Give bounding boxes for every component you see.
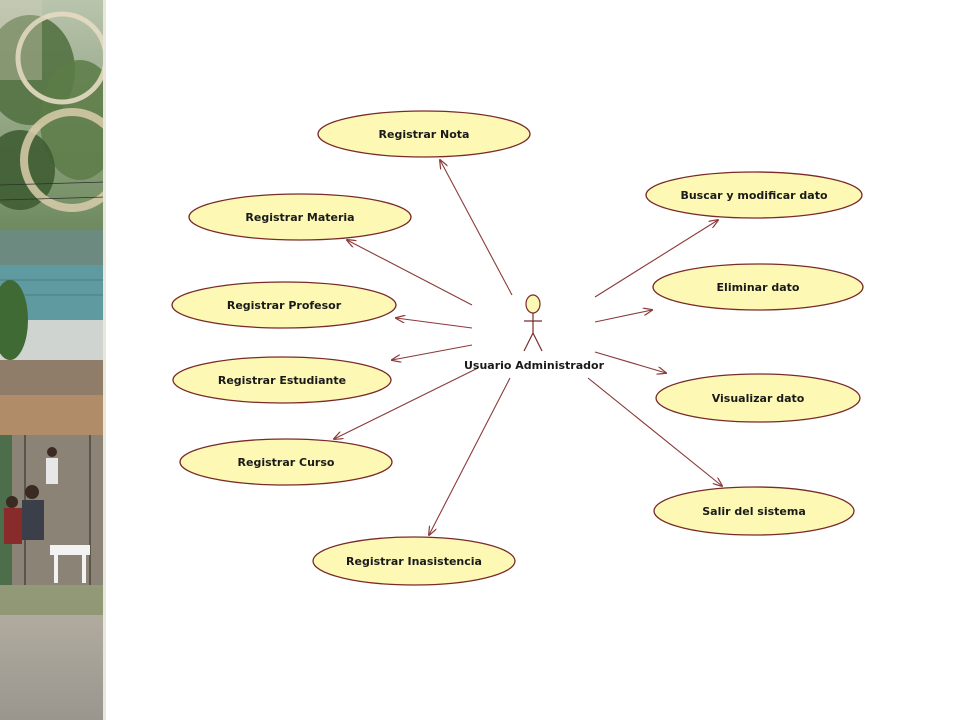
association-registrar-profesor <box>396 318 473 329</box>
association-buscar-modificar-dato <box>594 220 718 298</box>
association-registrar-materia <box>347 240 473 306</box>
associations <box>334 160 722 535</box>
side-photo-strip <box>0 0 106 720</box>
use-case-label: Salir del sistema <box>702 505 806 518</box>
actor-stick-figure-icon <box>523 294 543 352</box>
use-case-label: Eliminar dato <box>717 281 800 294</box>
use-case-label: Registrar Curso <box>238 456 335 469</box>
use-case-registrar-nota: Registrar Nota <box>317 110 531 158</box>
use-case-label: Buscar y modificar dato <box>680 189 828 202</box>
use-case-registrar-materia: Registrar Materia <box>188 193 412 241</box>
association-registrar-curso <box>334 367 479 439</box>
actor-usuario-administrador: Usuario Administrador <box>464 294 605 372</box>
use-case-visualizar-dato: Visualizar dato <box>655 373 861 423</box>
photo-background <box>0 0 106 720</box>
use-case-label: Registrar Nota <box>379 128 470 141</box>
use-case-registrar-inasistencia: Registrar Inasistencia <box>312 536 516 586</box>
association-salir-sistema <box>587 377 722 486</box>
association-registrar-nota <box>440 160 513 296</box>
use-case-label: Registrar Materia <box>245 211 354 224</box>
actor-label: Usuario Administrador <box>464 359 605 372</box>
use-case-label: Registrar Profesor <box>227 299 342 312</box>
association-registrar-inasistencia <box>429 377 511 535</box>
use-case-registrar-estudiante: Registrar Estudiante <box>172 356 392 404</box>
association-eliminar-dato <box>594 310 652 323</box>
use-case-label: Registrar Inasistencia <box>346 555 482 568</box>
use-case-eliminar-dato: Eliminar dato <box>652 263 864 311</box>
use-case-salir-sistema: Salir del sistema <box>653 486 855 536</box>
association-visualizar-dato <box>594 351 666 373</box>
use-case-buscar-modificar-dato: Buscar y modificar dato <box>645 171 863 219</box>
association-registrar-estudiante <box>392 344 473 360</box>
use-case-registrar-curso: Registrar Curso <box>179 438 393 486</box>
use-case-registrar-profesor: Registrar Profesor <box>171 281 397 329</box>
use-case-label: Registrar Estudiante <box>218 374 346 387</box>
use-case-label: Visualizar dato <box>712 392 805 405</box>
